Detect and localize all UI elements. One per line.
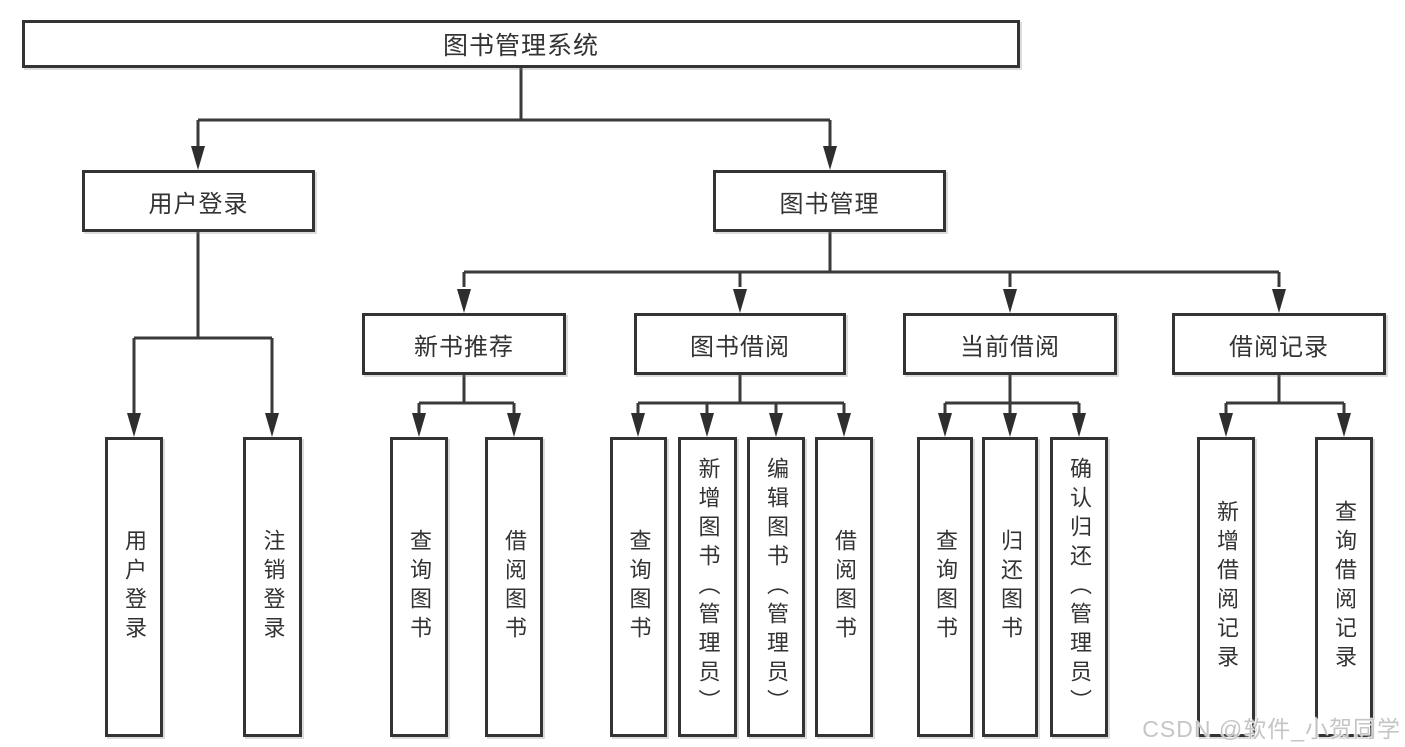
connector-root-to-level2 <box>191 68 837 170</box>
leaf-label: 确认归还（管理员） <box>1067 456 1092 718</box>
node-borrow-records: 借阅记录 <box>1172 313 1386 375</box>
leaf-label: 新增借阅记录 <box>1214 500 1239 674</box>
leaf-query-books-borrow: 查询图书 <box>610 437 667 737</box>
elbow-line <box>417 375 516 413</box>
leaf-query-books-recommend: 查询图书 <box>390 437 448 737</box>
elbow-line <box>196 68 832 146</box>
node-new-book-recommend: 新书推荐 <box>362 313 566 375</box>
leaf-return-book: 归还图书 <box>982 437 1038 737</box>
arrowhead <box>507 413 521 437</box>
elbow-line <box>1224 375 1346 413</box>
leaf-query-books-current: 查询图书 <box>917 437 973 737</box>
leaf-confirm-return-admin: 确认归还（管理员） <box>1050 437 1108 737</box>
leaf-borrow-books: 借阅图书 <box>815 437 873 737</box>
connector-current-borrow-to-leaves <box>938 375 1086 437</box>
arrowhead <box>457 289 471 313</box>
leaf-label: 借阅图书 <box>832 529 857 645</box>
leaf-label: 编辑图书（管理员） <box>764 456 789 718</box>
connector-book-management-to-level3 <box>457 232 1286 313</box>
node-library-management-system: 图书管理系统 <box>22 20 1020 68</box>
arrowhead <box>1272 289 1286 313</box>
leaf-user-login: 用户登录 <box>105 437 163 737</box>
arrowhead <box>733 289 747 313</box>
elbow-line <box>943 375 1081 413</box>
leaf-label: 查询图书 <box>933 529 958 645</box>
connector-book-borrow-to-leaves <box>631 375 851 437</box>
arrowhead <box>938 413 952 437</box>
arrowhead <box>1003 289 1017 313</box>
connector-borrow-records-to-leaves <box>1219 375 1351 437</box>
node-current-borrow: 当前借阅 <box>903 313 1117 375</box>
arrowhead <box>1337 413 1351 437</box>
leaf-label: 查询图书 <box>626 529 652 645</box>
leaf-label: 查询图书 <box>407 529 432 645</box>
leaf-label: 查询借阅记录 <box>1332 500 1357 674</box>
leaf-logout: 注销登录 <box>243 437 302 737</box>
connector-new-book-recommend-to-leaves <box>412 375 521 437</box>
arrowhead <box>837 413 851 437</box>
arrowhead <box>265 413 279 437</box>
elbow-line <box>132 232 274 413</box>
arrowhead <box>700 413 714 437</box>
leaf-label: 借阅图书 <box>502 529 527 645</box>
arrowhead <box>1003 413 1017 437</box>
leaf-add-borrow-record: 新增借阅记录 <box>1197 437 1255 737</box>
elbow-line <box>462 232 1281 287</box>
leaf-label: 注销登录 <box>260 529 286 645</box>
connector-user-login-to-leaves <box>127 232 279 437</box>
csdn-watermark: CSDN @软件_小贺同学 <box>1142 716 1401 742</box>
elbow-line <box>636 375 846 413</box>
node-user-login: 用户登录 <box>82 170 315 232</box>
leaf-borrow-books-recommend: 借阅图书 <box>485 437 543 737</box>
arrowhead <box>769 413 783 437</box>
arrowhead <box>127 413 141 437</box>
node-book-management: 图书管理 <box>713 170 946 232</box>
leaf-edit-book-admin: 编辑图书（管理员） <box>747 437 805 737</box>
arrowhead <box>1072 413 1086 437</box>
leaf-label: 归还图书 <box>998 529 1023 645</box>
leaf-add-book-admin: 新增图书（管理员） <box>678 437 737 737</box>
leaf-label: 新增图书（管理员） <box>695 456 721 718</box>
leaf-query-borrow-record: 查询借阅记录 <box>1315 437 1373 737</box>
arrowhead <box>1219 413 1233 437</box>
leaf-label: 用户登录 <box>122 529 147 645</box>
arrowhead <box>631 413 645 437</box>
node-book-borrow: 图书借阅 <box>634 313 846 375</box>
arrowhead <box>412 413 426 437</box>
arrowhead <box>191 146 205 170</box>
arrowhead <box>823 146 837 170</box>
